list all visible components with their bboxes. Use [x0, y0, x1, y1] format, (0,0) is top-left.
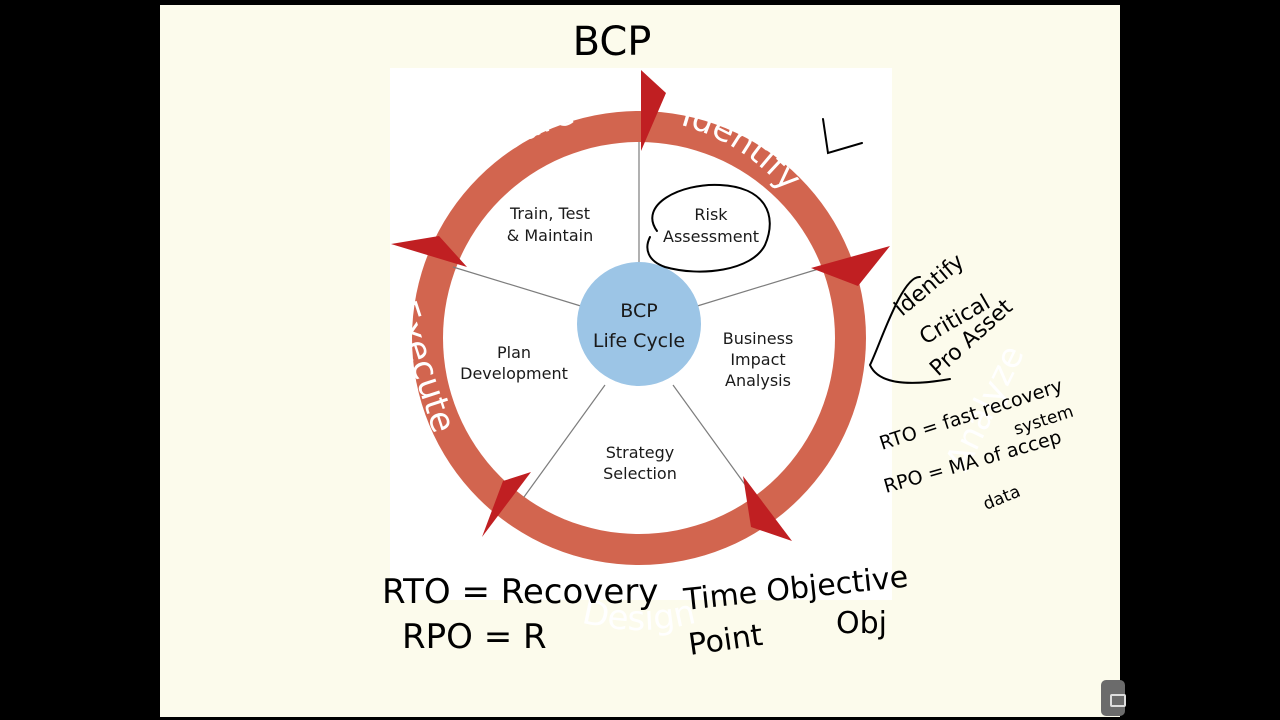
window-icon: [1110, 694, 1126, 707]
center-title: BCP: [620, 300, 657, 322]
arrow-marker-bottom-left: [482, 472, 531, 537]
ring-arrows: [391, 70, 890, 541]
segment-train-line1: Train, Test: [509, 204, 590, 223]
note-rto-recovery: RTO = Recovery: [382, 572, 658, 612]
spoke-left: [452, 266, 585, 308]
connector-annotation: [868, 275, 951, 384]
spoke-bottom-left: [523, 384, 606, 498]
segment-risk-line1: Risk: [694, 205, 728, 224]
top-bcp-label: BCP: [573, 19, 652, 65]
note-obj: Obj: [836, 606, 887, 641]
segment-risk-line2: Assessment: [663, 227, 759, 246]
arrow-marker-left: [391, 236, 467, 267]
note-data: data: [980, 482, 1023, 515]
risk-circle-annotation: [646, 183, 771, 273]
spokes: [452, 142, 826, 498]
segment-strategy-line2: Selection: [603, 464, 677, 483]
arrow-marker-bottom-right: [743, 476, 792, 541]
spoke-bottom-right: [672, 384, 755, 498]
spoke-right: [693, 266, 826, 308]
arrow-marker-top: [641, 70, 666, 151]
center-circle: [577, 262, 701, 386]
note-rpo-r: RPO = R: [402, 617, 547, 657]
center-subtitle: Life Cycle: [593, 330, 685, 352]
check-mark-annotation: [822, 118, 863, 155]
segment-train-line2: & Maintain: [507, 226, 593, 245]
segment-plan-line1: Plan: [497, 343, 531, 362]
segment-bia-line2: Impact: [730, 350, 785, 369]
arrow-marker-right: [811, 246, 890, 286]
segment-bia-line3: Analysis: [725, 371, 791, 390]
note-point: Point: [686, 618, 765, 663]
diagram-canvas: Measure Identify Design Analyze Execute …: [160, 5, 1076, 663]
phase-label-design: Design: [579, 592, 699, 639]
whiteboard-page: Measure Identify Design Analyze Execute …: [160, 5, 1120, 717]
check-mark-text: ✓: [160, 5, 161, 6]
segment-plan-line2: Development: [460, 364, 568, 383]
segment-bia-line1: Business: [723, 329, 794, 348]
page-widget-button[interactable]: [1101, 680, 1126, 716]
segment-strategy-line1: Strategy: [606, 443, 675, 462]
